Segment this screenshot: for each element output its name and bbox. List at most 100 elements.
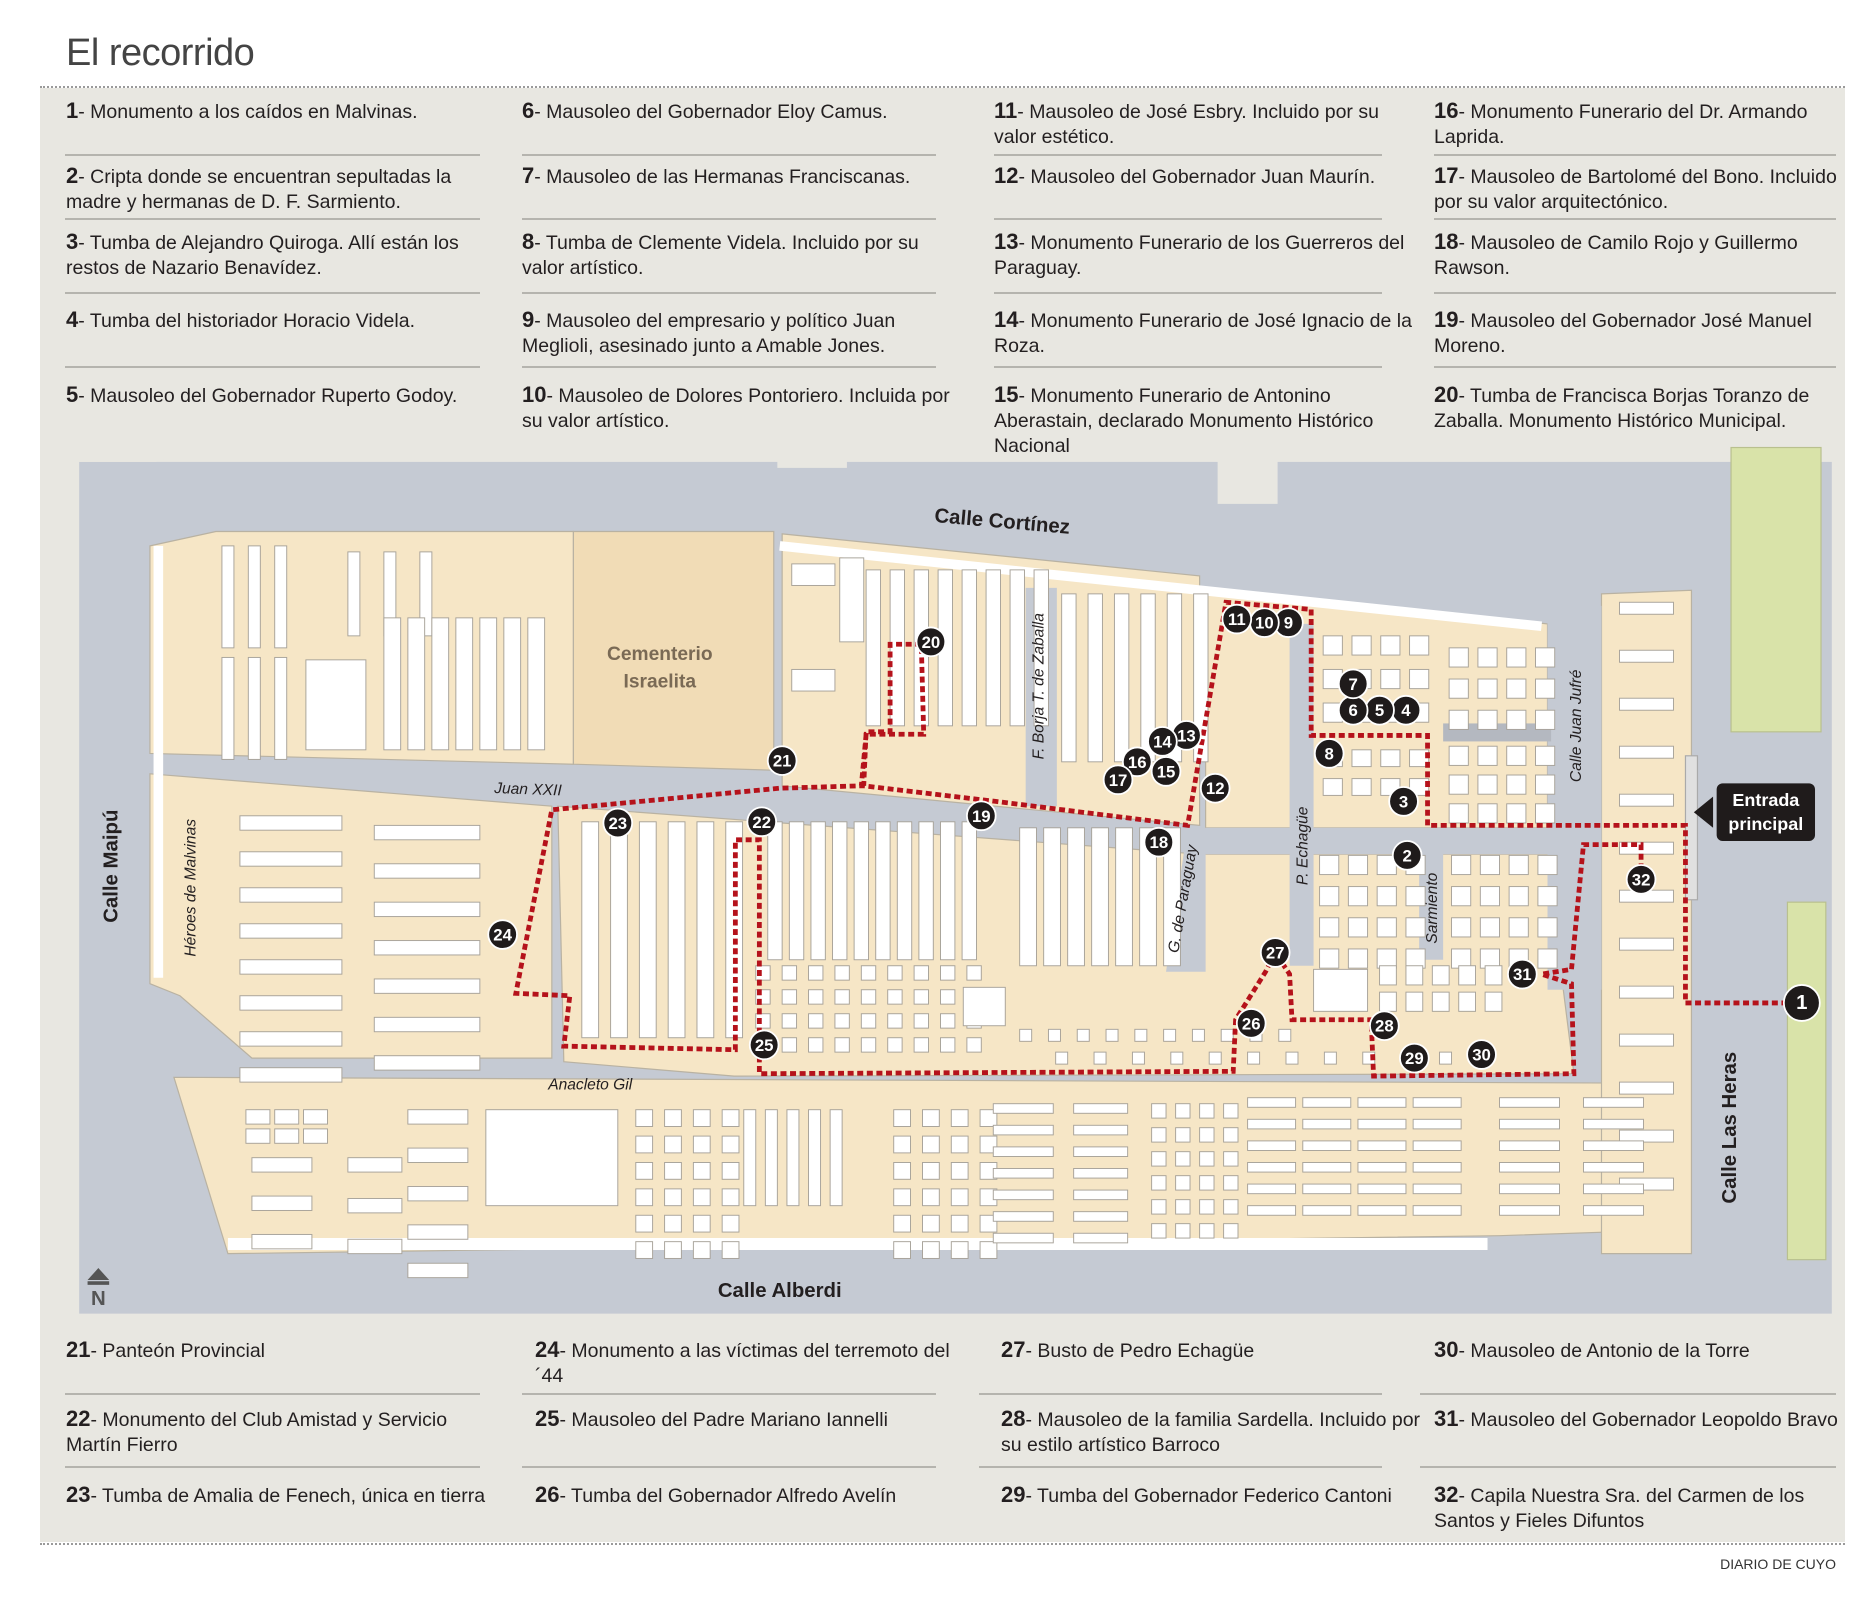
marker-number: 28 (1375, 1017, 1394, 1036)
legend-divider (65, 154, 480, 156)
street-label-echague: P. Echagüe (1295, 806, 1312, 885)
grave-plot (922, 1135, 940, 1154)
grave-plot (1357, 1118, 1407, 1130)
grave-plot (893, 1135, 911, 1154)
grave-plot (239, 923, 343, 939)
grave-plot (1535, 647, 1556, 668)
grave-plot (1151, 1103, 1167, 1119)
grave-plot (383, 617, 402, 751)
grave-plot (1247, 1118, 1297, 1130)
grave-plot (664, 1241, 682, 1259)
grave-plot (893, 1241, 911, 1259)
grave-plot (503, 617, 522, 751)
marker-number: 22 (752, 813, 771, 832)
marker-19: 19 (965, 800, 997, 832)
legend-item: 24- Monumento a las víctimas del terremo… (535, 1337, 950, 1387)
grave-plot (1499, 1118, 1560, 1130)
legend-text: Mausoleo del Padre Mariano Iannelli (571, 1409, 888, 1431)
grave-plot (1499, 1097, 1560, 1108)
grave-plot (274, 1109, 300, 1125)
grave-plot (347, 551, 361, 637)
grave-plot (1302, 1140, 1352, 1151)
grave-plot (1115, 827, 1133, 967)
grave-plot (1175, 1199, 1191, 1215)
legend-number: 14 (994, 307, 1019, 332)
legend-divider (522, 1393, 936, 1395)
grave-plot (962, 986, 1006, 1027)
grave-plot (1619, 793, 1674, 807)
grave-plot (1376, 948, 1397, 969)
grave-plot (1175, 1127, 1191, 1143)
legend-text: Busto de Pedro Echagüe (1037, 1340, 1255, 1362)
grave-plot (692, 1162, 711, 1180)
grave-plot (1619, 697, 1674, 711)
grave-plot (1412, 1140, 1462, 1151)
grave-plot (274, 656, 288, 760)
grave-plot (1302, 1162, 1352, 1173)
grave-plots (221, 545, 1674, 1279)
grave-plot (664, 1109, 682, 1127)
marker-27: 27 (1259, 937, 1291, 968)
grave-plot (1076, 1028, 1090, 1042)
grave-plot (407, 617, 426, 751)
grave-plot (913, 989, 929, 1005)
grave-plot (786, 1109, 800, 1207)
grave-plot (1405, 948, 1426, 969)
legend-text: Mausoleo del Gobernador Leopoldo Bravo (1470, 1409, 1838, 1431)
grave-plot (1508, 917, 1529, 938)
marker-number: 7 (1348, 675, 1357, 694)
grave-plot (692, 1135, 711, 1154)
grave-plot (1499, 1140, 1560, 1151)
grave-plot (664, 1162, 682, 1180)
grave-plot (865, 569, 881, 727)
grave-plot (979, 1109, 998, 1127)
grave-plot (407, 1224, 469, 1240)
grave-plot (664, 1135, 682, 1154)
legend-text: Tumba del historiador Horacio Videla. (89, 310, 415, 332)
legend-text: Mausoleo del Gobernador José Manuel More… (1434, 310, 1812, 357)
marker-22: 22 (746, 806, 778, 838)
marker-32: 32 (1625, 864, 1657, 895)
legend-divider (979, 1393, 1382, 1395)
marker-7: 7 (1337, 668, 1369, 700)
grave-plot (1619, 937, 1674, 951)
grave-plot (1163, 827, 1181, 967)
legend-item: 20- Tumba de Francisca Borjas Toranzo de… (1434, 382, 1810, 432)
grave-plot (1477, 678, 1498, 699)
grave-plot (721, 1188, 740, 1207)
grave-plot (922, 1162, 940, 1180)
grave-plot (1409, 635, 1430, 656)
marker-10: 10 (1249, 607, 1280, 638)
grave-plot (950, 1188, 969, 1207)
legend-text: Mausoleo de Camilo Rojo y Guillermo Raws… (1434, 232, 1798, 279)
grave-plot (455, 617, 474, 751)
grave-plot (1376, 886, 1397, 907)
marker-number: 13 (1177, 726, 1196, 745)
legend-divider (65, 1393, 480, 1395)
marker-16: 16 (1121, 746, 1153, 778)
israelita-label: Israelita (624, 671, 697, 692)
marker-23: 23 (602, 807, 634, 839)
grave-plot (810, 821, 826, 961)
legend-number: 28 (1001, 1406, 1026, 1431)
legend-text: Panteón Provincial (102, 1340, 266, 1362)
grave-plot (1313, 968, 1369, 1012)
grave-plot (979, 1241, 998, 1259)
legend-divider (65, 218, 480, 220)
israelita-label: Cementerio (607, 644, 713, 665)
grave-plot (1619, 841, 1674, 855)
legend-item: 10- Mausoleo de Dolores Pontoriero. Incl… (522, 382, 950, 432)
grave-plot (961, 821, 977, 961)
marker-number: 20 (922, 633, 941, 652)
grave-plot (1319, 948, 1340, 969)
marker-15: 15 (1150, 756, 1182, 787)
grave-plot (887, 1013, 903, 1029)
marker-number: 2 (1402, 846, 1411, 865)
grave-plot (1047, 1028, 1061, 1042)
grave-plot (1448, 709, 1469, 730)
street-label-alberdi: Calle Alberdi (718, 1280, 842, 1302)
grave-plot (913, 965, 929, 981)
grave-plot (1208, 1051, 1222, 1065)
grave-plot (373, 940, 481, 956)
legend-item: 26- Tumba del Gobernador Alfredo Avelín (535, 1482, 897, 1507)
